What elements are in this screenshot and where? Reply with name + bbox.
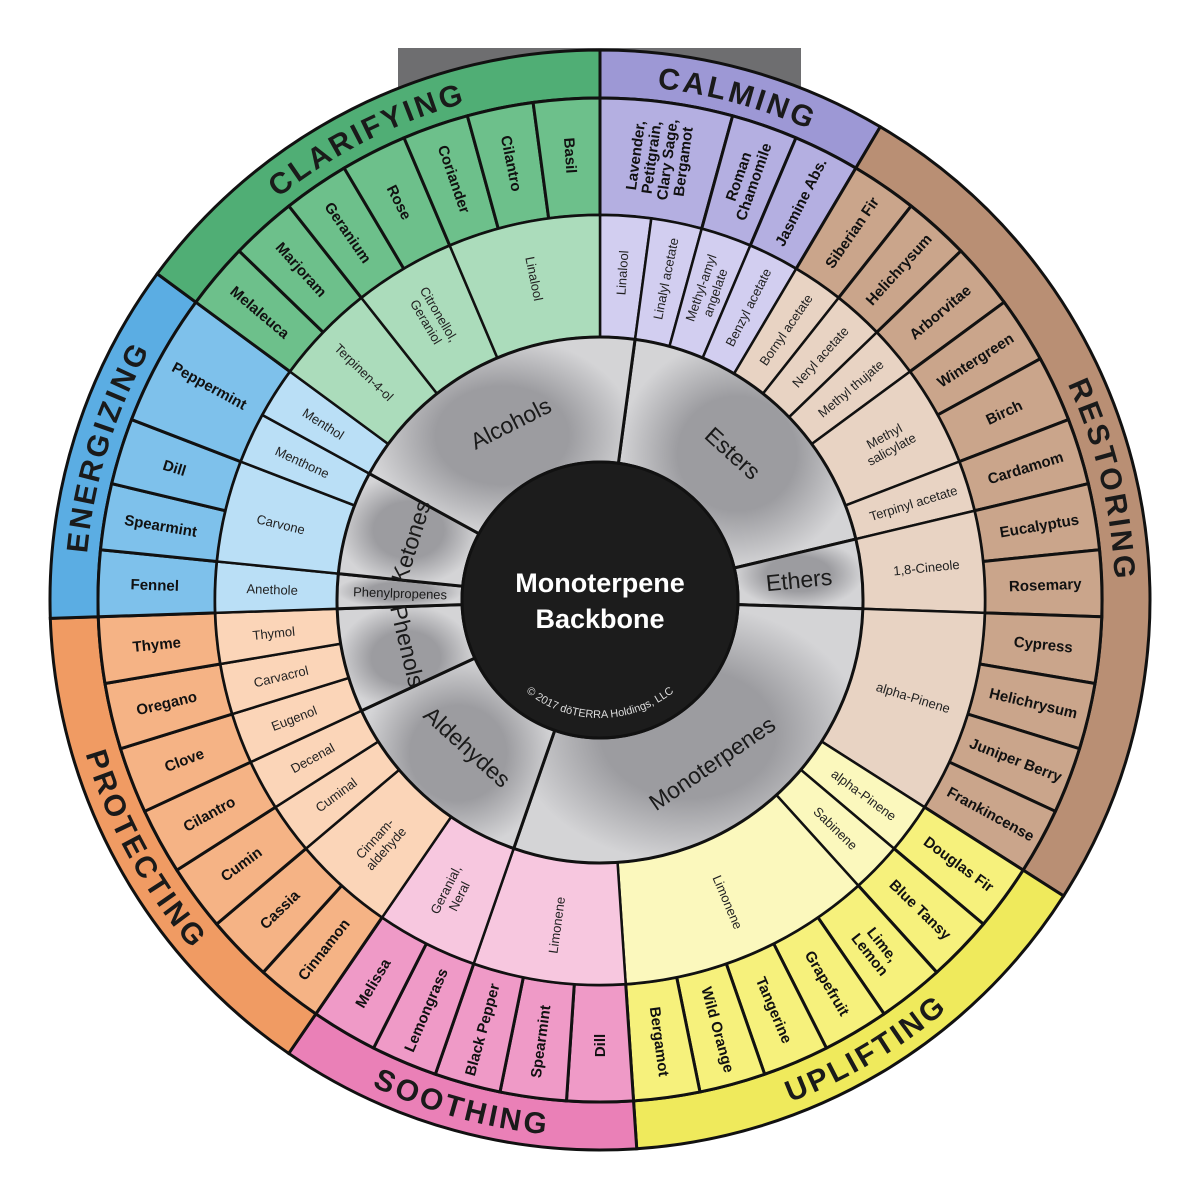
center-hub [460, 460, 740, 740]
oil-label: Cypress [1013, 633, 1074, 656]
oil-label: Dill [161, 456, 188, 479]
oil-label: Thyme [132, 634, 182, 656]
chemical-label-line: 1,8-Cineole [893, 556, 961, 578]
center-title-line-1: Monoterpene [515, 568, 685, 598]
oil-label: Dill [592, 1034, 609, 1057]
chemical-label: 1,8-Cineole [893, 556, 961, 578]
oil-label: RomanChamomile [717, 136, 775, 223]
chemical-label-line: Linalool [613, 250, 631, 296]
center-title-line-2: Backbone [535, 604, 664, 634]
wheel-cells [48, 48, 1152, 1152]
oil-label-line: Thyme [132, 634, 182, 656]
chemical-label: Linalool [613, 250, 631, 296]
chemical-label: Thymol [252, 623, 296, 642]
oil-label-line: Dill [592, 1034, 609, 1057]
chemical-label-line: Thymol [252, 623, 296, 642]
oil-label-line: Fennel [130, 576, 179, 595]
group-label-phenylpropenes: Phenylpropenes [353, 584, 448, 602]
oil-label-line: Dill [161, 456, 188, 479]
chemical-label-line: Anethole [246, 581, 298, 598]
oil-label-line: Rosemary [1009, 575, 1083, 594]
oil-label-line: Cypress [1013, 633, 1074, 656]
oil-label: Lavender,Petitgrain,Clary Sage,Bergamot [622, 114, 697, 204]
oil-label: Rosemary [1009, 575, 1083, 594]
oil-label: Basil [561, 137, 580, 174]
oil-label: Fennel [130, 576, 179, 595]
oil-label-line: Basil [561, 137, 580, 174]
chemical-label: Anethole [246, 581, 298, 598]
